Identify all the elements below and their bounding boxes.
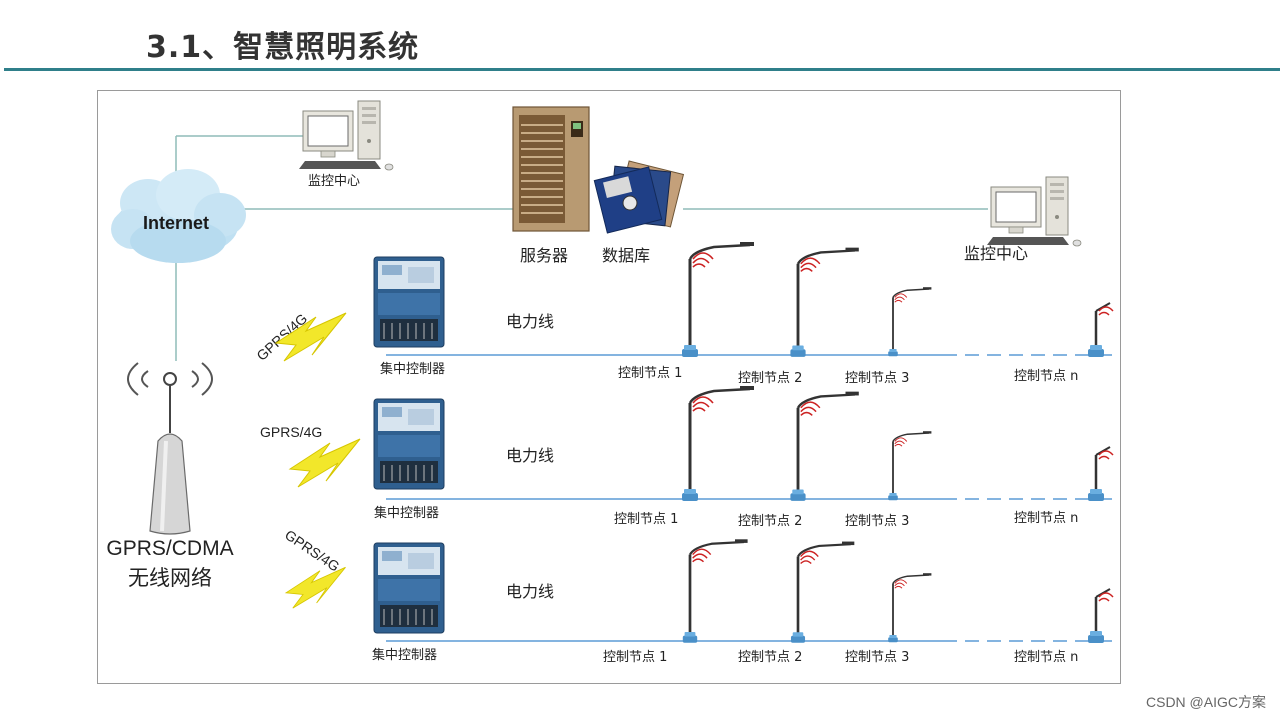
node-label-1-row-1: 控制节点 1 (618, 366, 682, 381)
node-label-n-row-3: 控制节点 n (1014, 650, 1078, 665)
radio-tower-icon (127, 362, 213, 535)
street-light-icon (789, 540, 856, 645)
monitor-center-right-label: 监控中心 (964, 244, 1028, 263)
street-light-icon (1086, 445, 1115, 503)
database-label: 数据库 (602, 246, 650, 265)
concentrator-label-row-3: 集中控制器 (372, 647, 437, 663)
internet-label: Internet (143, 213, 209, 233)
node-label-1-row-3: 控制节点 1 (603, 650, 667, 665)
title-divider (4, 68, 1280, 71)
server-label: 服务器 (520, 246, 568, 265)
street-light-icon (788, 246, 861, 359)
node-label-3-row-1: 控制节点 3 (845, 371, 909, 386)
system-diagram: 监控中心 Internet 服务器 数据库 (106, 100, 1115, 665)
street-light-icon (1086, 587, 1115, 645)
street-light-icon (887, 572, 933, 644)
gprs-label-row-3: GPRS/4G (282, 527, 343, 575)
powerline-label-row-1: 电力线 (506, 312, 554, 331)
street-light-icon (680, 384, 756, 503)
desktop-computer-icon (298, 100, 394, 171)
network-row-1: GPRS/4G 集中控制器 电力线 控制节点 1 控制节点 2 控制节点 3 控… (253, 240, 1115, 386)
street-light-icon (887, 430, 933, 502)
concentrator-device-icon (373, 542, 445, 634)
node-label-2-row-1: 控制节点 2 (738, 371, 802, 386)
node-label-3-row-2: 控制节点 3 (845, 514, 909, 529)
concentrator-label-row-2: 集中控制器 (374, 505, 439, 521)
server-cabinet-icon (512, 106, 590, 232)
node-label-2-row-3: 控制节点 2 (738, 650, 802, 665)
street-light-icon (1086, 301, 1115, 359)
node-label-n-row-2: 控制节点 n (1014, 511, 1078, 526)
lightning-bolt-icon (289, 438, 361, 488)
powerline-label-row-3: 电力线 (506, 582, 554, 601)
street-light-icon (680, 240, 756, 359)
concentrator-device-icon (373, 256, 445, 348)
floppy-disk-stack-icon (593, 160, 685, 234)
street-light-icon (681, 537, 749, 645)
tower-label-line1: GPRS/CDMA (106, 537, 233, 560)
powerline-label-row-2: 电力线 (506, 446, 554, 465)
network-row-2: GPRS/4G 集中控制器 电力线 控制节点 1 控制节点 2 控制节点 3 控… (260, 384, 1115, 529)
desktop-computer-icon (986, 176, 1082, 247)
gprs-label-row-2: GPRS/4G (260, 424, 322, 440)
node-label-2-row-2: 控制节点 2 (738, 514, 802, 529)
cloud-icon (111, 169, 246, 263)
node-label-3-row-3: 控制节点 3 (845, 650, 909, 665)
diagram-frame: 监控中心 Internet 服务器 数据库 (97, 90, 1121, 684)
slide-title: 3.1、智慧照明系统 (146, 30, 420, 65)
street-light-icon (887, 286, 933, 358)
node-label-1-row-2: 控制节点 1 (614, 512, 678, 527)
concentrator-device-icon (373, 398, 445, 490)
network-row-3: GPRS/4G 集中控制器 电力线 控制节点 1 控制节点 2 控制节点 3 控… (282, 527, 1115, 665)
tower-label-line2: 无线网络 (128, 566, 212, 590)
monitor-center-top-label: 监控中心 (308, 174, 360, 189)
street-light-icon (788, 390, 861, 503)
lightning-bolt-icon (285, 566, 346, 609)
watermark-text: CSDN @AIGC方案 (1146, 694, 1266, 710)
lightning-bolt-icon (275, 312, 347, 362)
concentrator-label-row-1: 集中控制器 (380, 361, 445, 377)
node-label-n-row-1: 控制节点 n (1014, 369, 1078, 384)
